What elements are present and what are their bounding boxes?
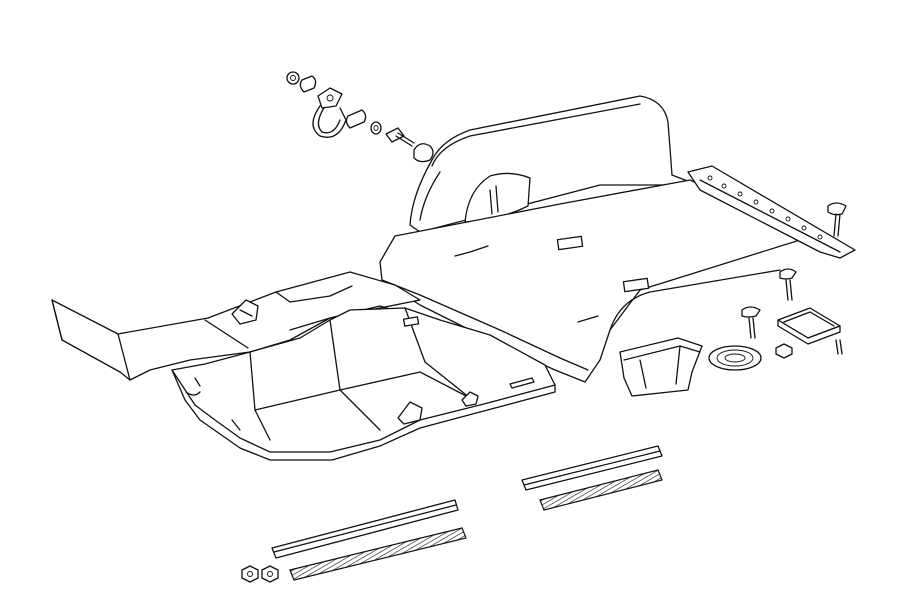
screw-icon bbox=[827, 202, 847, 237]
screw-icon bbox=[741, 306, 761, 339]
nut-icon bbox=[775, 343, 793, 359]
grommet bbox=[708, 345, 762, 371]
nut-icon bbox=[286, 71, 300, 85]
sleeve-icon bbox=[345, 109, 367, 129]
d-ring-icon bbox=[312, 87, 347, 138]
fastener-set bbox=[286, 71, 434, 163]
sill-strip bbox=[539, 469, 663, 511]
washer-icon bbox=[370, 121, 382, 135]
nut-icon bbox=[241, 565, 259, 583]
sill-strip bbox=[289, 527, 467, 581]
cover-plate bbox=[775, 307, 843, 359]
hinge-strip bbox=[687, 165, 856, 259]
screw-icon bbox=[779, 268, 797, 301]
rear-floor-mat bbox=[171, 307, 556, 461]
nut-icon bbox=[261, 565, 279, 583]
cap-nut-icon bbox=[413, 143, 434, 163]
side-bracket bbox=[619, 337, 703, 397]
sill-strip bbox=[521, 445, 663, 491]
spacer-icon bbox=[299, 75, 317, 93]
bolt-icon bbox=[385, 127, 415, 147]
rear-shelf-panel bbox=[379, 95, 801, 383]
sill-strip bbox=[271, 499, 459, 559]
